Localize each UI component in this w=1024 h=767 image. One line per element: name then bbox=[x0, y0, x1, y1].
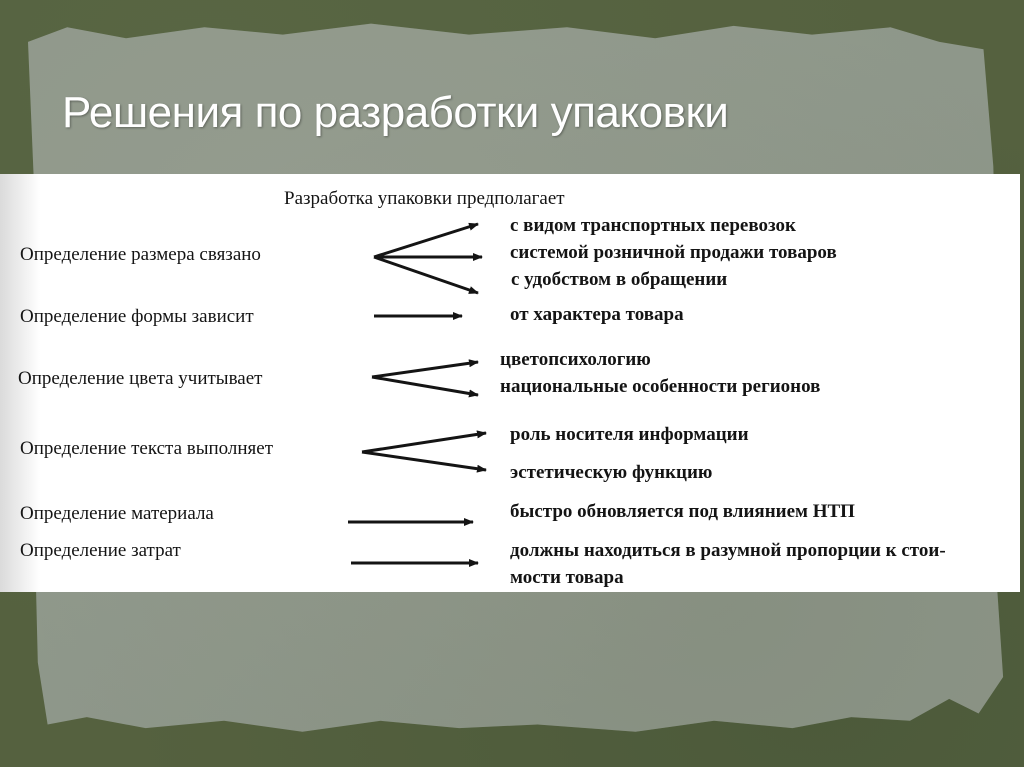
row-label-color: Определение цвета учитывает bbox=[18, 368, 263, 389]
row-target-text-1: роль носителя информации bbox=[510, 424, 749, 445]
row-target-color-1: цветопсихологию bbox=[500, 349, 651, 370]
row-label-material: Определение материала bbox=[20, 503, 214, 524]
fan-arrow-color bbox=[371, 359, 479, 398]
row-target-costs-2: мости товара bbox=[510, 567, 624, 588]
row-target-form-1: от характера товара bbox=[510, 304, 684, 325]
diagram-header: Разработка упаковки предполагает bbox=[284, 188, 565, 209]
slide-title: Решения по разработки упаковки bbox=[62, 88, 729, 137]
row-label-size: Определение размера связано bbox=[20, 244, 261, 265]
row-target-text-2: эстетическую функцию bbox=[510, 462, 713, 483]
fan-arrow-size bbox=[373, 222, 483, 295]
row-label-text: Определение текста выполняет bbox=[20, 438, 274, 459]
row-target-size-1: с видом транспортных перевозок bbox=[510, 215, 796, 236]
fan-arrow-text bbox=[361, 430, 487, 473]
row-label-costs: Определение затрат bbox=[20, 540, 181, 561]
row-target-size-2: системой розничной продажи товаров bbox=[510, 242, 837, 263]
scan-edge-shadow bbox=[0, 174, 40, 592]
row-target-costs-1: должны находиться в разумной пропорции к… bbox=[510, 540, 946, 561]
row-label-form: Определение формы зависит bbox=[20, 306, 254, 327]
scanned-diagram-panel: Разработка упаковки предполагает Определ… bbox=[0, 174, 1020, 592]
arrows-layer bbox=[348, 222, 487, 567]
row-target-material-1: быстро обновляется под влиянием НТП bbox=[510, 501, 855, 522]
row-target-color-2: национальные особенности регионов bbox=[500, 376, 821, 397]
row-target-size-3: с удобством в обращении bbox=[511, 269, 728, 290]
